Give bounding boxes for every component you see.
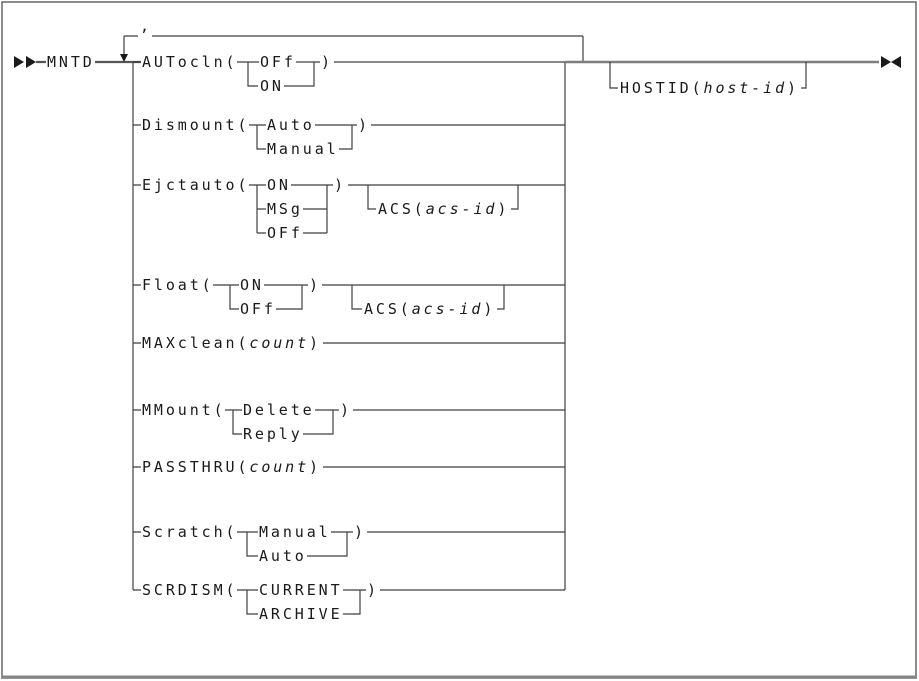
acs-id-variable: acs-id	[426, 200, 498, 218]
command-keyword: MNTD	[47, 53, 95, 71]
row-dismount-rail	[133, 124, 565, 150]
end-left-arrow-icon	[891, 56, 901, 68]
hostid-branch-rail	[609, 62, 807, 89]
row-autocln-rail	[133, 61, 565, 87]
acs-label: ACS(	[364, 300, 412, 318]
maxclean-close-paren: )	[309, 334, 321, 352]
option-alt: Manual	[267, 140, 339, 158]
option-label: MAXclean(count)	[142, 334, 321, 352]
option-label: Ejctauto(	[142, 176, 249, 194]
option-label: AUTocln(	[142, 53, 237, 71]
acs-label: ACS(	[378, 200, 426, 218]
option-alt: ON	[240, 276, 264, 294]
option-alt: Auto	[267, 116, 315, 134]
acs-close-paren: )	[497, 200, 509, 218]
option-label: MMount(	[142, 401, 226, 419]
row-scratch-rail	[133, 531, 565, 557]
acs-close-paren: )	[483, 300, 495, 318]
start-arrow-icon	[14, 56, 24, 68]
acs-suffix: ACS(acs-id)	[378, 200, 509, 218]
repeat-separator: ,	[140, 17, 152, 35]
option-alt: OFf	[260, 53, 296, 71]
option-alt: OFf	[240, 300, 276, 318]
option-label: Dismount(	[142, 116, 249, 134]
acs-id-variable: acs-id	[412, 300, 484, 318]
option-alt: MSg	[267, 200, 303, 218]
option-label: PASSTHRU(count)	[142, 458, 321, 476]
option-close-paren: )	[309, 276, 321, 294]
option-alt: CURRENT	[259, 581, 343, 599]
count-variable: count	[249, 458, 309, 476]
option-alt: OFf	[267, 224, 303, 242]
option-close-paren: )	[334, 176, 346, 194]
option-close-paren: )	[367, 581, 379, 599]
option-alt: Reply	[243, 425, 303, 443]
row-float-rail	[133, 284, 565, 310]
maxclean-label: MAXclean(	[142, 334, 249, 352]
option-alt: Manual	[259, 523, 331, 541]
option-alt: Delete	[243, 401, 315, 419]
start-arrow-icon	[26, 56, 36, 68]
passthru-label: PASSTHRU(	[142, 458, 249, 476]
option-close-paren: )	[354, 523, 366, 541]
hostid-close-paren: )	[787, 79, 799, 97]
option-alt: ON	[267, 176, 291, 194]
repeat-down-arrow-icon	[120, 54, 128, 62]
host-id-variable: host-id	[704, 79, 788, 97]
option-label: Float(	[142, 276, 214, 294]
row-scrdism-rail	[133, 589, 565, 615]
end-right-arrow-icon	[881, 56, 891, 68]
passthru-close-paren: )	[309, 458, 321, 476]
option-close-paren: )	[358, 116, 370, 134]
option-alt: ON	[260, 77, 284, 95]
option-close-paren: )	[321, 53, 333, 71]
option-alt: Auto	[259, 547, 307, 565]
row-mmount-rail	[133, 409, 565, 435]
acs-suffix: ACS(acs-id)	[364, 300, 495, 318]
hostid-option: HOSTID(host-id)	[620, 79, 799, 97]
hostid-label: HOSTID(	[620, 79, 704, 97]
option-close-paren: )	[340, 401, 352, 419]
option-label: Scratch(	[142, 523, 237, 541]
row-ejctauto-rail	[133, 184, 565, 234]
option-label: SCRDISM(	[142, 581, 237, 599]
count-variable: count	[249, 334, 309, 352]
repeat-loop-rail	[123, 35, 584, 61]
option-alt: ARCHIVE	[259, 605, 343, 623]
